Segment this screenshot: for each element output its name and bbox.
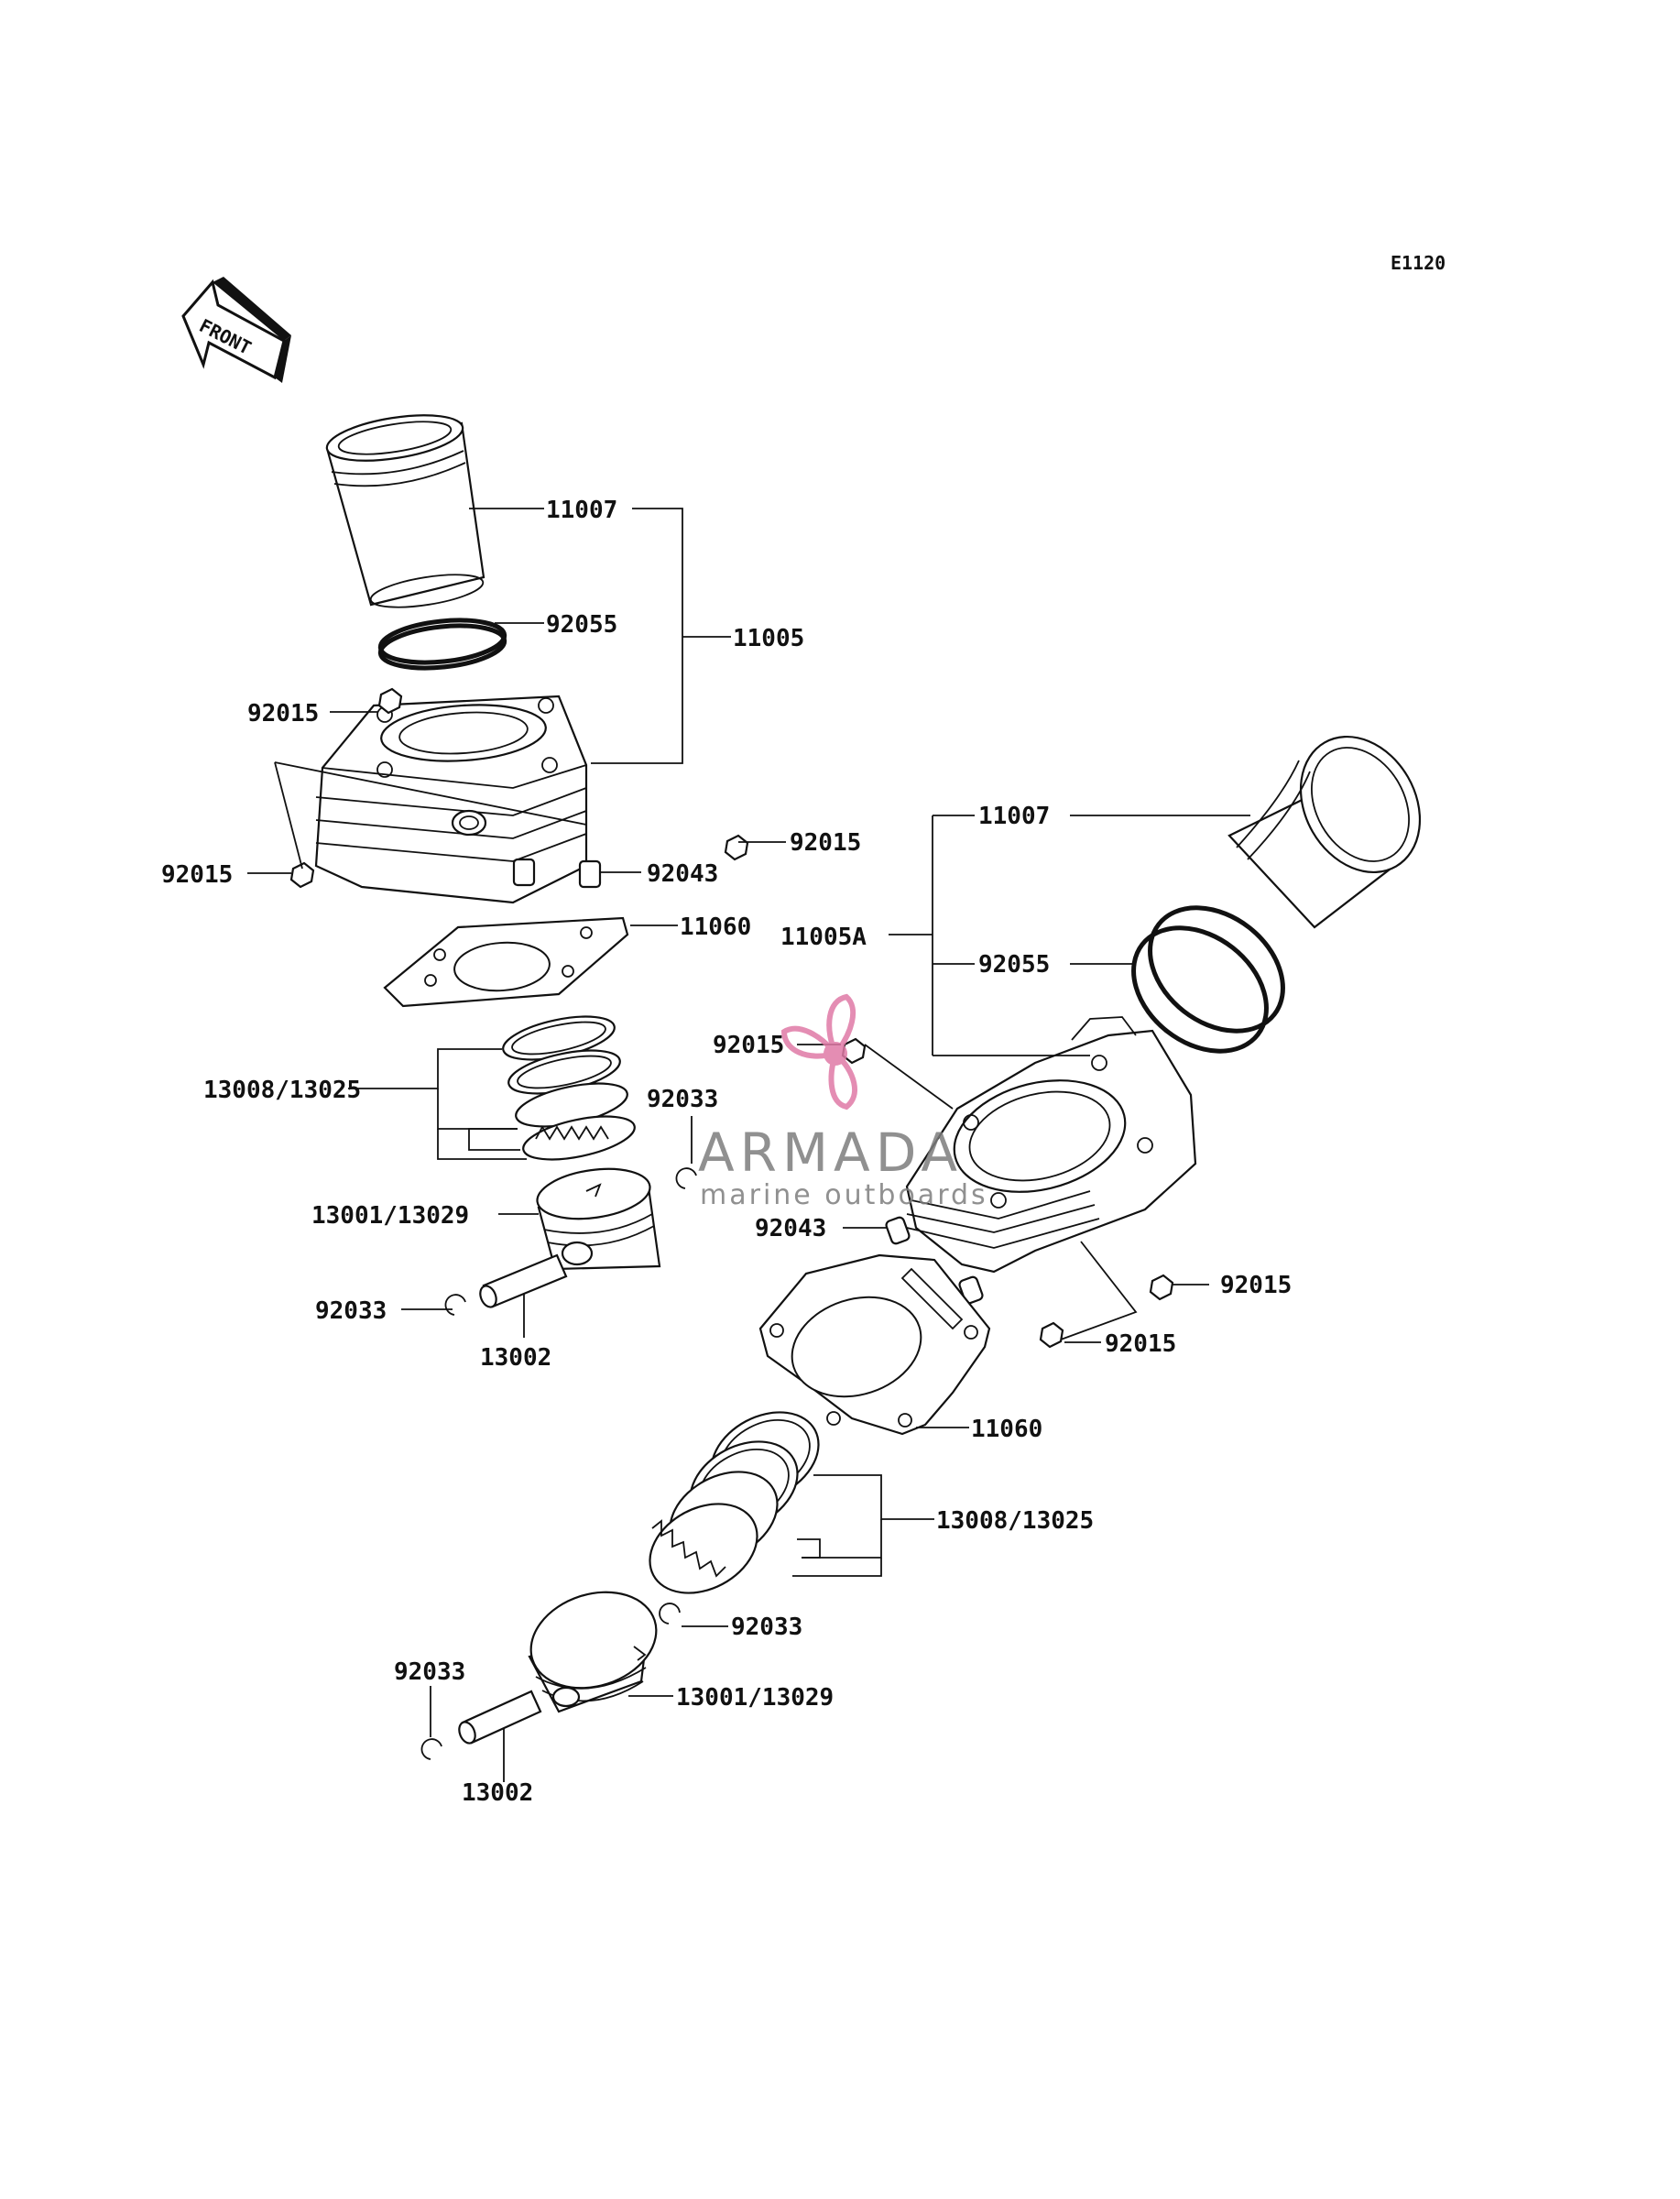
part-number-label: 92015: [161, 861, 233, 889]
piston-icon: [536, 1167, 661, 1271]
part-number-label: 13002: [462, 1779, 533, 1807]
cylinder-gasket-icon: [383, 916, 629, 1008]
cylinder-gasket-icon: [758, 1253, 991, 1436]
diagram-code: E1120: [1391, 252, 1445, 274]
part-number-label: 11007: [546, 497, 617, 524]
part-number-label: 92033: [394, 1658, 465, 1686]
circlip-icon: [420, 1738, 442, 1760]
right-leader-lines: [430, 815, 1250, 1782]
cylinder-sleeve-icon: [1227, 735, 1422, 929]
o-ring-icon: [1148, 905, 1285, 1034]
part-number-label: 13001/13029: [676, 1684, 834, 1712]
part-number-label: 11060: [971, 1416, 1042, 1443]
part-number-label: 13008/13025: [203, 1077, 361, 1104]
part-number-label: 13002: [480, 1344, 551, 1372]
o-ring-icon: [377, 618, 507, 665]
left-cylinder-assembly: [289, 414, 749, 1316]
cylinder-block-icon: [314, 695, 588, 904]
part-number-label: 11060: [680, 914, 751, 941]
part-number-label: 92033: [647, 1086, 718, 1113]
part-number-label: 92015: [1105, 1330, 1176, 1358]
part-number-label: 92043: [647, 860, 718, 888]
part-number-label: 13001/13029: [311, 1202, 469, 1230]
circlip-icon: [675, 1167, 697, 1189]
nut-icon: [377, 687, 403, 715]
part-number-label: 92055: [546, 611, 617, 639]
circlip-icon: [444, 1294, 466, 1316]
watermark-tagline: marine outboards: [700, 1179, 988, 1211]
piston-pin-icon: [479, 1253, 568, 1308]
left-leader-lines: [247, 508, 786, 1338]
dowel-pin-icon: [885, 1216, 911, 1245]
piston-rings-icon: [649, 1411, 820, 1594]
part-number-label: 92043: [755, 1215, 826, 1242]
right-part-labels: 11007 11005A 92055 92015 92043 92015 920…: [394, 803, 1292, 1807]
nut-icon: [1149, 1274, 1174, 1301]
dowel-pin-icon: [512, 858, 536, 887]
watermark: ARMADA marine outboards: [698, 993, 988, 1211]
front-arrow-icon: FRONT: [181, 277, 291, 383]
piston-rings-icon: [502, 1015, 636, 1161]
part-number-label: 11007: [978, 803, 1050, 830]
watermark-brand: ARMADA: [698, 1121, 963, 1184]
propeller-logo-icon: [780, 993, 857, 1110]
part-number-label: 92015: [1220, 1272, 1292, 1299]
part-number-label: 92033: [731, 1614, 802, 1641]
part-number-label: 11005: [733, 625, 804, 652]
piston-pin-icon: [458, 1690, 542, 1745]
part-number-label: 13008/13025: [936, 1507, 1094, 1535]
left-part-labels: 11007 92055 11005 92015 92015 92015 9204…: [161, 497, 861, 1372]
part-number-label: 92033: [315, 1297, 387, 1325]
part-number-label: 92015: [247, 700, 319, 728]
nut-icon: [724, 834, 749, 861]
cylinder-sleeve-icon: [325, 414, 485, 608]
circlip-icon: [659, 1603, 681, 1625]
part-number-label: 92055: [978, 951, 1050, 979]
right-cylinder-assembly: [420, 735, 1422, 1760]
piston-icon: [528, 1591, 658, 1713]
part-number-label: 92015: [790, 829, 861, 857]
nut-icon: [289, 861, 315, 889]
cylinder-block-icon: [905, 1016, 1197, 1274]
nut-icon: [1039, 1321, 1064, 1349]
part-number-label: 11005A: [780, 924, 867, 951]
part-number-label: 92015: [713, 1032, 784, 1059]
